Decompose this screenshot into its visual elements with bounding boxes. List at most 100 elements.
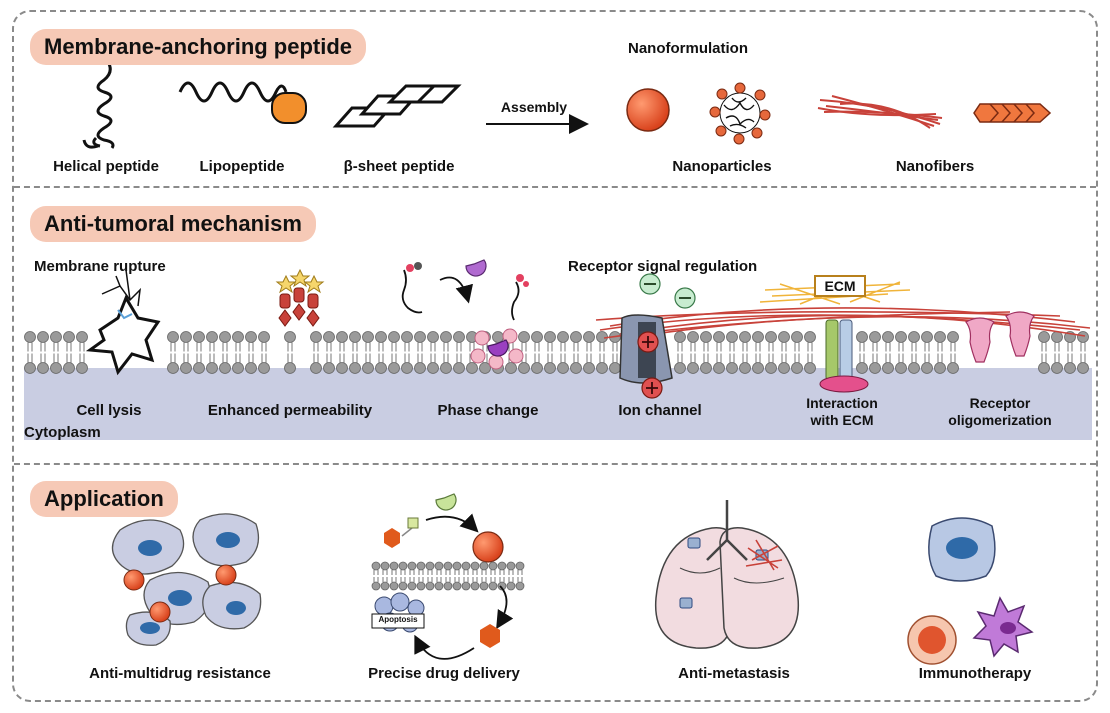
lipid-head xyxy=(37,362,49,374)
lipid-head xyxy=(440,362,452,374)
lipopeptide-label: Lipopeptide xyxy=(199,158,285,175)
lipid-head xyxy=(63,362,75,374)
lipid-tail xyxy=(481,570,487,575)
lipid-head xyxy=(713,331,725,343)
lipid-tail xyxy=(937,353,943,363)
drug-delivery-cycle-icon xyxy=(371,493,525,660)
lipid-tail xyxy=(79,353,85,363)
delivery-membrane xyxy=(371,561,525,591)
lipid-head xyxy=(416,561,426,571)
lipid-tail xyxy=(417,353,423,363)
lipid-head xyxy=(193,362,205,374)
lipid-tail xyxy=(326,353,332,363)
lipid-tail xyxy=(690,353,696,363)
nanofiber-chevron-icon xyxy=(973,103,1052,123)
immunotherapy-label: Immunotherapy xyxy=(918,665,1032,682)
lipid-tail xyxy=(430,342,436,352)
lipid-tail xyxy=(794,353,800,363)
lipid-head xyxy=(76,331,88,343)
lipid-tail xyxy=(1054,342,1060,352)
lipid-head xyxy=(232,362,244,374)
ion-channel-label: Ion channel xyxy=(618,402,702,419)
lipid-head xyxy=(1077,362,1089,374)
lipid-head xyxy=(934,362,946,374)
lipid-head xyxy=(765,331,777,343)
lipid-head xyxy=(440,331,452,343)
lipid-tail xyxy=(586,342,592,352)
lipid-tail xyxy=(463,577,469,582)
lipid-tail xyxy=(418,577,424,582)
lipid-tail xyxy=(40,342,46,352)
lipid-tail xyxy=(287,342,293,352)
lipid-head xyxy=(791,331,803,343)
receptor-signal-label: Receptor signal regulation xyxy=(568,258,758,275)
lipid-head xyxy=(434,561,444,571)
lipid-head xyxy=(245,362,257,374)
rupture-peptide-icon xyxy=(101,269,142,307)
lipid-tail xyxy=(1080,353,1086,363)
lipid-tail xyxy=(859,353,865,363)
section-divider-1 xyxy=(14,186,1096,188)
lipid-head xyxy=(726,331,738,343)
lipid-tail xyxy=(490,570,496,575)
lipid-tail xyxy=(183,353,189,363)
lipid-tail xyxy=(436,577,442,582)
lipid-tail xyxy=(599,353,605,363)
rupture-burst-icon xyxy=(85,294,161,376)
lipid-tail xyxy=(427,570,433,575)
lipid-head xyxy=(804,362,816,374)
lipid-tail xyxy=(872,353,878,363)
lipid-tail xyxy=(463,570,469,575)
lipid-tail xyxy=(53,353,59,363)
lipid-tail xyxy=(248,353,254,363)
lipid-head xyxy=(1077,331,1089,343)
lipid-tail xyxy=(287,353,293,363)
ecm-receptor-icon xyxy=(819,319,869,393)
cytoplasm-band xyxy=(24,368,1092,440)
lipid-head xyxy=(371,581,381,591)
lipid-tail xyxy=(326,342,332,352)
lipid-tail xyxy=(445,577,451,582)
lipid-head xyxy=(505,362,517,374)
lipid-head xyxy=(570,362,582,374)
lipid-tail xyxy=(690,342,696,352)
lipid-head xyxy=(1051,362,1063,374)
lipid-head xyxy=(219,331,231,343)
lipid-tail xyxy=(729,353,735,363)
lipid-head xyxy=(479,561,489,571)
lipid-tail xyxy=(170,353,176,363)
lipid-head xyxy=(752,362,764,374)
lipid-tail xyxy=(222,342,228,352)
oligomerization-label-line1: Receptor xyxy=(969,395,1031,411)
lipid-head xyxy=(193,331,205,343)
lipid-tail xyxy=(612,353,618,363)
lipid-head xyxy=(544,362,556,374)
lipid-head xyxy=(427,331,439,343)
lipid-tail xyxy=(456,342,462,352)
lipid-tail xyxy=(1080,342,1086,352)
nanoparticle-micelle-icon xyxy=(709,82,771,145)
lipid-head xyxy=(778,362,790,374)
lipid-head xyxy=(443,561,453,571)
lipid-head xyxy=(804,331,816,343)
lipid-tail xyxy=(445,570,451,575)
lipid-head xyxy=(544,331,556,343)
lipid-head xyxy=(371,561,381,571)
lipid-tail xyxy=(430,353,436,363)
lipid-tail xyxy=(1054,353,1060,363)
lipid-tail xyxy=(443,342,449,352)
lipid-head xyxy=(674,331,686,343)
permeability-peptides-icon xyxy=(275,268,325,327)
lipid-tail xyxy=(378,342,384,352)
lipid-head xyxy=(1038,362,1050,374)
lipid-head xyxy=(401,331,413,343)
lipid-head xyxy=(219,362,231,374)
ion-channel-icon xyxy=(619,273,696,399)
lipid-head xyxy=(908,331,920,343)
lipid-head xyxy=(921,331,933,343)
lipid-tail xyxy=(677,353,683,363)
lipid-head xyxy=(323,362,335,374)
lipid-head xyxy=(882,362,894,374)
lipid-tail xyxy=(313,342,319,352)
lipid-tail xyxy=(352,342,358,352)
